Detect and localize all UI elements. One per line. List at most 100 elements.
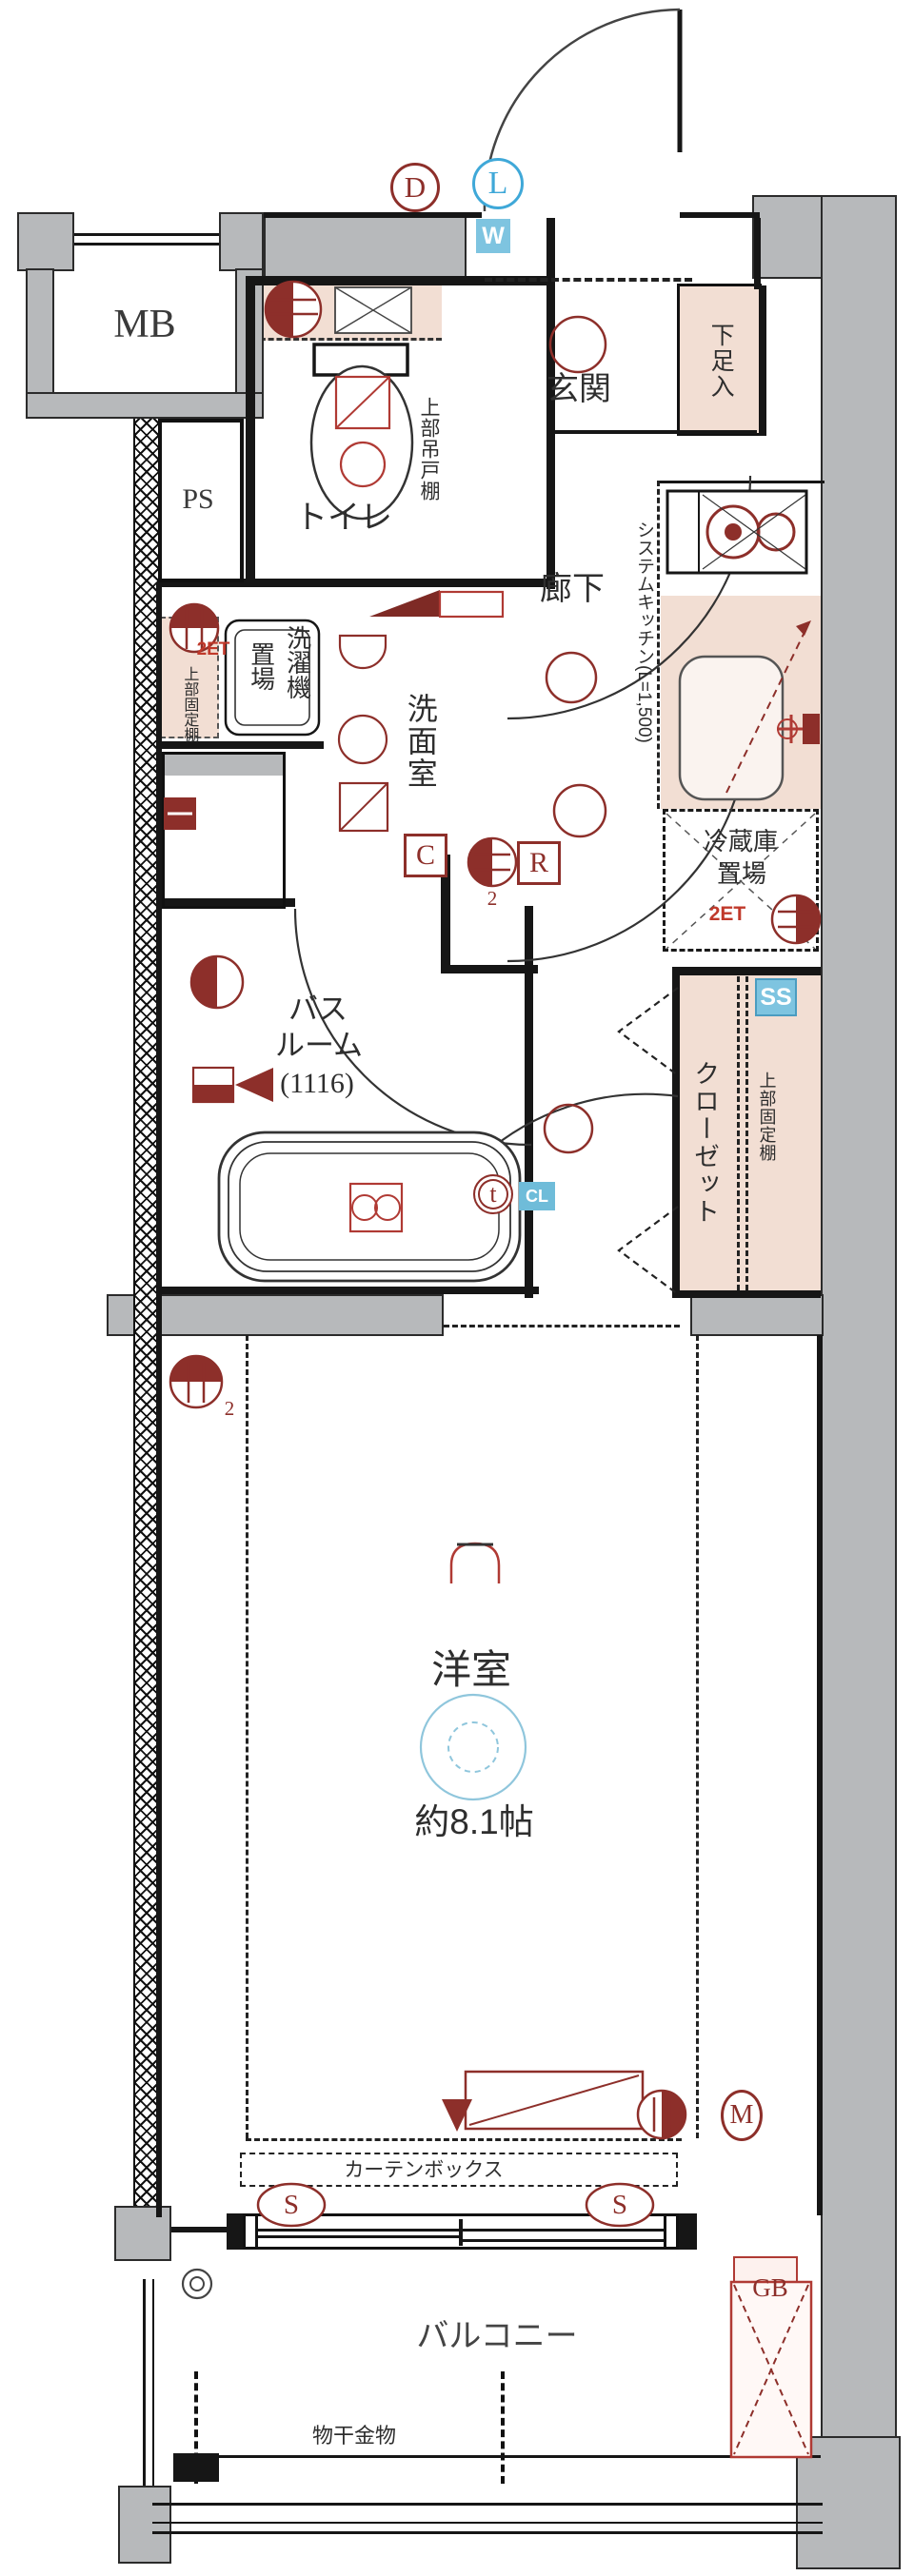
ac-drain-triangle <box>442 2099 472 2132</box>
label-system-kitchen: システムキッチン(L=1,500) <box>633 521 654 743</box>
window-left-chunk <box>227 2213 246 2250</box>
window-cap-right <box>664 2213 679 2250</box>
balcony-rail-line2 <box>152 2522 823 2524</box>
marker-r: R <box>517 841 561 885</box>
marker-room-outlet-count: 2 <box>224 1396 235 1420</box>
top-wall-right-segment <box>680 212 760 218</box>
room-label-western: 洋室 <box>430 1646 511 1692</box>
western-door-arc <box>472 1092 679 1166</box>
tatami-right-dash <box>696 1335 699 2138</box>
label-washer-upper-shelf: 上部固定棚 <box>181 666 198 742</box>
closet-bifold-top <box>617 987 679 1076</box>
room-label-bath-1: バス <box>288 992 348 1026</box>
washroom-circle-icon <box>337 714 388 765</box>
label-toilet-upper-shelf: 上部吊戸棚 <box>418 397 441 501</box>
closet-bottom-wall <box>672 1290 821 1298</box>
room-label-toilet: トイレ <box>295 500 392 537</box>
hall-outlet-icon <box>467 836 518 888</box>
label-curtain-box: カーテンボックス <box>344 2158 504 2181</box>
top-wall-left-segment <box>264 212 482 218</box>
vanity-box <box>162 752 286 909</box>
marker-c: C <box>404 834 447 877</box>
room-top-wall-left <box>107 1294 444 1336</box>
western-right-wall-line <box>817 1335 823 2215</box>
washer-bottom-wall <box>160 741 324 749</box>
laundry-pole-dash-left <box>194 2371 198 2484</box>
bath-light-icon <box>189 954 245 1010</box>
room-label-hallway: 廊下 <box>540 571 605 608</box>
marker-hall-outlet-count: 2 <box>487 886 498 910</box>
label-closet-upper-shelf: 上部固定棚 <box>757 1071 777 1162</box>
curtain-box-outline <box>240 2153 678 2187</box>
balcony-left-wall-line2 <box>152 2279 154 2486</box>
toilet-tank <box>312 343 409 377</box>
washroom-mirror-icon <box>338 781 389 833</box>
bath-valve-icon <box>191 1066 235 1104</box>
balcony-wall-cap-top <box>114 2206 171 2261</box>
shoe-cabinet-box <box>677 284 762 436</box>
washroom-corner-shelf <box>369 590 440 617</box>
entrance-light <box>548 315 607 374</box>
marker-w: W <box>476 219 510 253</box>
marker-cl: CL <box>519 1182 555 1210</box>
mb-wall-top-left <box>17 212 74 271</box>
stove-burner-right <box>756 512 796 552</box>
mb-opening-line <box>74 233 219 236</box>
kitchen-counter-top-line <box>657 481 825 483</box>
marker-gb: GB <box>752 2272 788 2302</box>
bathtub <box>217 1131 522 1283</box>
window-cap-left <box>243 2213 258 2250</box>
marker-t: t <box>473 1174 513 1214</box>
room-top-wall-right <box>690 1294 824 1336</box>
right-outer-wall <box>821 195 897 2569</box>
top-right-wall-block <box>752 195 826 279</box>
shoe-cabinet-right-wall <box>759 285 766 436</box>
marker-d: D <box>390 163 440 212</box>
balcony-rail-line1 <box>152 2503 823 2506</box>
room-label-western-size: 約8.1帖 <box>414 1801 534 1841</box>
doorway-lintel-dash <box>444 1325 680 1327</box>
left-inner-wall <box>156 582 162 2217</box>
closet-area <box>676 971 821 1294</box>
tatami-bottom-dash <box>246 2138 682 2141</box>
marker-l: L <box>472 158 524 209</box>
bath-right-wall <box>525 906 533 1298</box>
balcony-wall-cap-bottom <box>118 2486 171 2564</box>
mb-wall-top-right <box>219 212 264 271</box>
marker-s-left: S <box>283 2189 300 2220</box>
party-wall-hatch <box>133 419 160 2206</box>
window-panel-right <box>459 2239 672 2242</box>
toilet-right-wall <box>546 218 555 589</box>
ac-unit <box>464 2070 645 2131</box>
balcony-hose-bib-icon <box>181 2268 213 2300</box>
balcony-inner-line <box>219 2455 821 2458</box>
marker-m: M <box>721 2090 763 2141</box>
marker-s-right: S <box>611 2189 628 2220</box>
ps-shaft-box <box>158 419 244 582</box>
label-fridge-1: 冷蔵庫 <box>703 827 778 856</box>
label-laundry-hardware: 物干金物 <box>311 2424 396 2448</box>
bath-bottom-wall <box>158 1287 539 1294</box>
toilet-left-wall <box>246 276 255 586</box>
room-label-bath-2: ルーム <box>274 1028 364 1062</box>
room-label-entrance: 玄関 <box>546 371 611 408</box>
stove-burner-left <box>705 504 761 560</box>
toilet-bottom-wall <box>158 579 555 587</box>
marker-ss: SS <box>755 978 797 1016</box>
hall-light-1 <box>545 651 598 704</box>
room-label-ps: PS <box>182 483 214 516</box>
room-label-closet: クローゼット <box>690 1060 720 1226</box>
washroom-bottom-wall <box>441 965 538 973</box>
window-left-wall-line <box>171 2227 228 2232</box>
entrance-step-line <box>552 430 757 434</box>
label-fridge-2: 置場 <box>716 859 766 889</box>
label-fridge-outlet-count: 2ET <box>708 902 746 925</box>
toilet-seat-circle <box>339 441 387 488</box>
mb-wall-bottom <box>26 392 264 419</box>
mb-opening-line2 <box>74 243 219 246</box>
bath-door-arc <box>293 908 532 1147</box>
western-sensor-icon <box>449 1542 501 1583</box>
balcony-rail-line3 <box>152 2531 823 2534</box>
closet-bifold-bottom <box>617 1206 679 1295</box>
